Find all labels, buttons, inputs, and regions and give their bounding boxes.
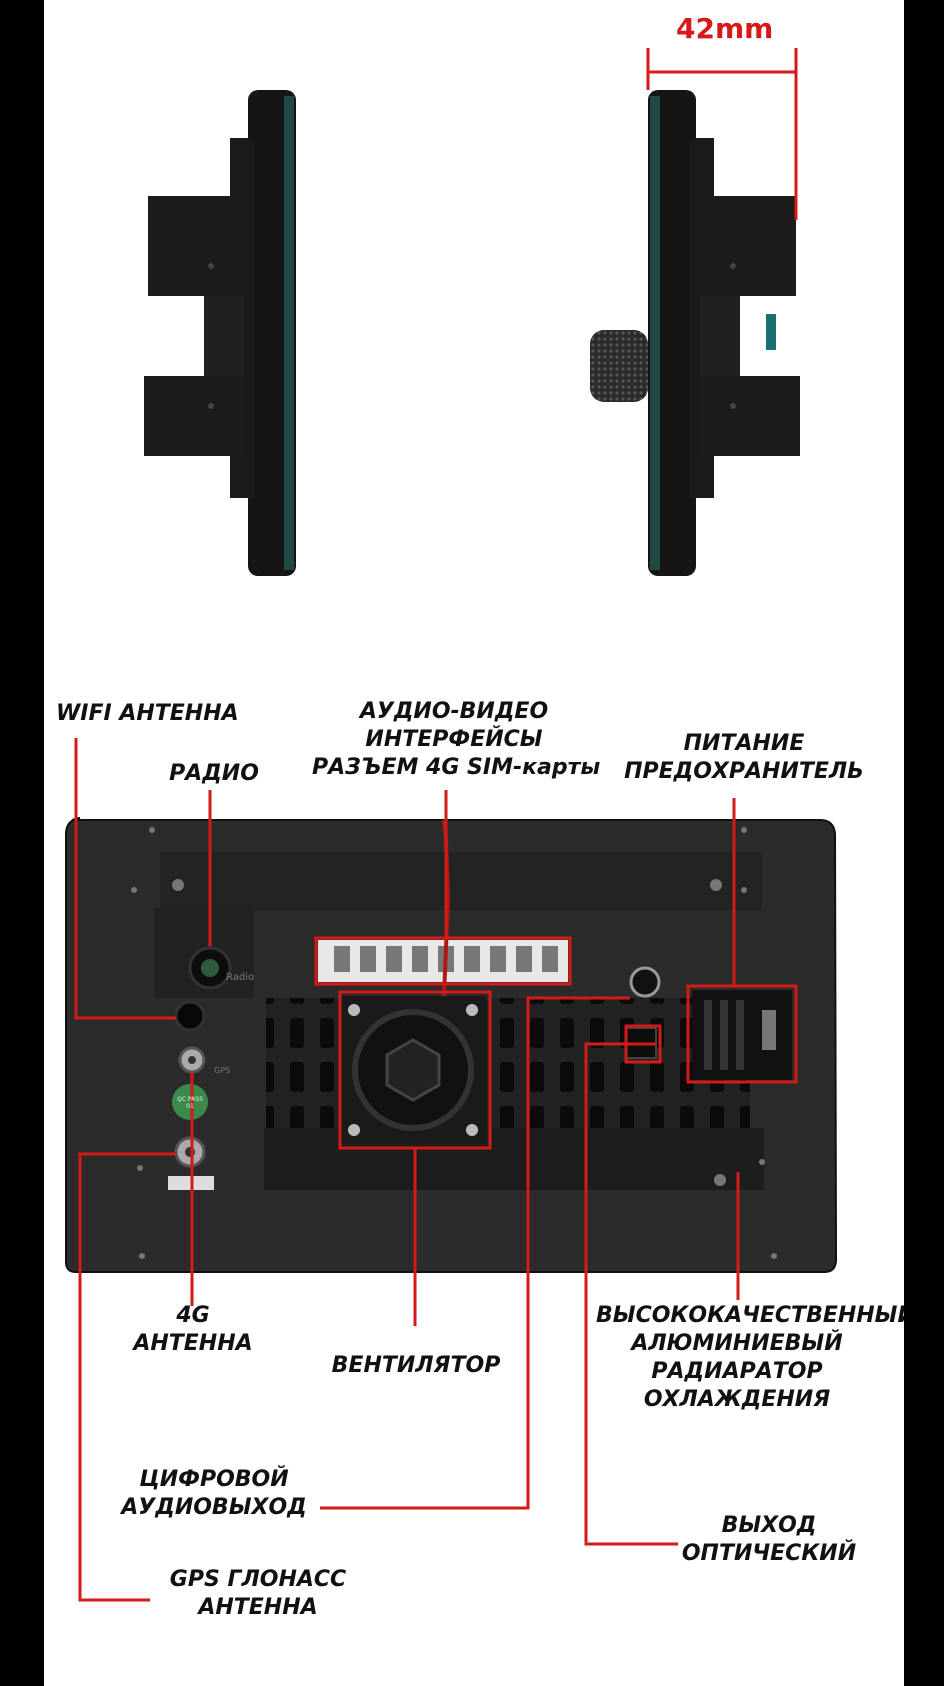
digital-audio-line-2: АУДИОВЫХОД (121, 1495, 307, 1520)
product-image-canvas: 42mm WIFI АНТЕННА РАДИО АУДИО-ВИДЕО ИНТЕ… (44, 0, 904, 1686)
power-line-1: ПИТАНИЕ (683, 731, 805, 756)
antenna-4g-label: 4G АНТЕННА (128, 1302, 258, 1358)
antenna-4g-line-1: 4G (176, 1303, 210, 1328)
av-interface-line-3: РАЗЪЕМ 4G SIM-карты (312, 755, 601, 780)
wifi-antenna-label: WIFI АНТЕННА (56, 701, 239, 726)
av-interface-line-2: ИНТЕРФЕЙСЫ (365, 727, 543, 752)
optical-output-label: ВЫХОД ОПТИЧЕСКИЙ (674, 1512, 864, 1568)
highlight-boxes (314, 936, 798, 1150)
callout-leader-lines (74, 738, 740, 1602)
power-line-2: ПРЕДОХРАНИТЕЛЬ (624, 759, 864, 784)
side-view-left (144, 90, 296, 576)
gps-glonass-antenna-label: GPS ГЛОНАСС АНТЕННА (158, 1566, 358, 1622)
fan-label: ВЕНТИЛЯТОР (331, 1353, 501, 1378)
radiator-line-2: АЛЮМИНИЕВЫЙ (631, 1331, 843, 1356)
device-illustration (65, 48, 838, 1602)
av-interface-label: АУДИО-ВИДЕО ИНТЕРФЕЙСЫ РАЗЪЕМ 4G SIM-кар… (312, 698, 601, 782)
radio-port-print: Radio (226, 972, 255, 983)
radiator-line-1: ВЫСОКОКАЧЕСТВЕННЫЙ (596, 1303, 904, 1328)
radiator-line-4: ОХЛАЖДЕНИЯ (643, 1387, 831, 1412)
av-interface-line-1: АУДИО-ВИДЕО (359, 699, 549, 724)
digital-audio-output-label: ЦИФРОВОЙ АУДИОВЫХОД (104, 1466, 324, 1522)
dimension-lines (646, 48, 798, 220)
digital-audio-line-1: ЦИФРОВОЙ (139, 1467, 289, 1492)
gps-line-1: GPS ГЛОНАСС (169, 1567, 347, 1592)
gps-line-2: АНТЕННА (198, 1595, 318, 1620)
radiator-line-3: РАДИАРАТОР (651, 1359, 823, 1384)
optical-line-2: ОПТИЧЕСКИЙ (681, 1541, 857, 1566)
radio-label: РАДИО (169, 761, 259, 786)
qc-sticker-print: QC PASS 01 (177, 1096, 203, 1110)
gps-port-print: GPS (214, 1066, 231, 1075)
radiator-label: ВЫСОКОКАЧЕСТВЕННЫЙ АЛЮМИНИЕВЫЙ РАДИАРАТО… (596, 1302, 904, 1414)
depth-dimension-label: 42mm (676, 12, 774, 45)
side-view-right (590, 90, 800, 576)
power-fuse-label: ПИТАНИЕ ПРЕДОХРАНИТЕЛЬ (624, 730, 864, 786)
antenna-4g-line-2: АНТЕННА (133, 1331, 253, 1356)
optical-line-1: ВЫХОД (721, 1513, 817, 1538)
back-view (65, 817, 838, 1273)
